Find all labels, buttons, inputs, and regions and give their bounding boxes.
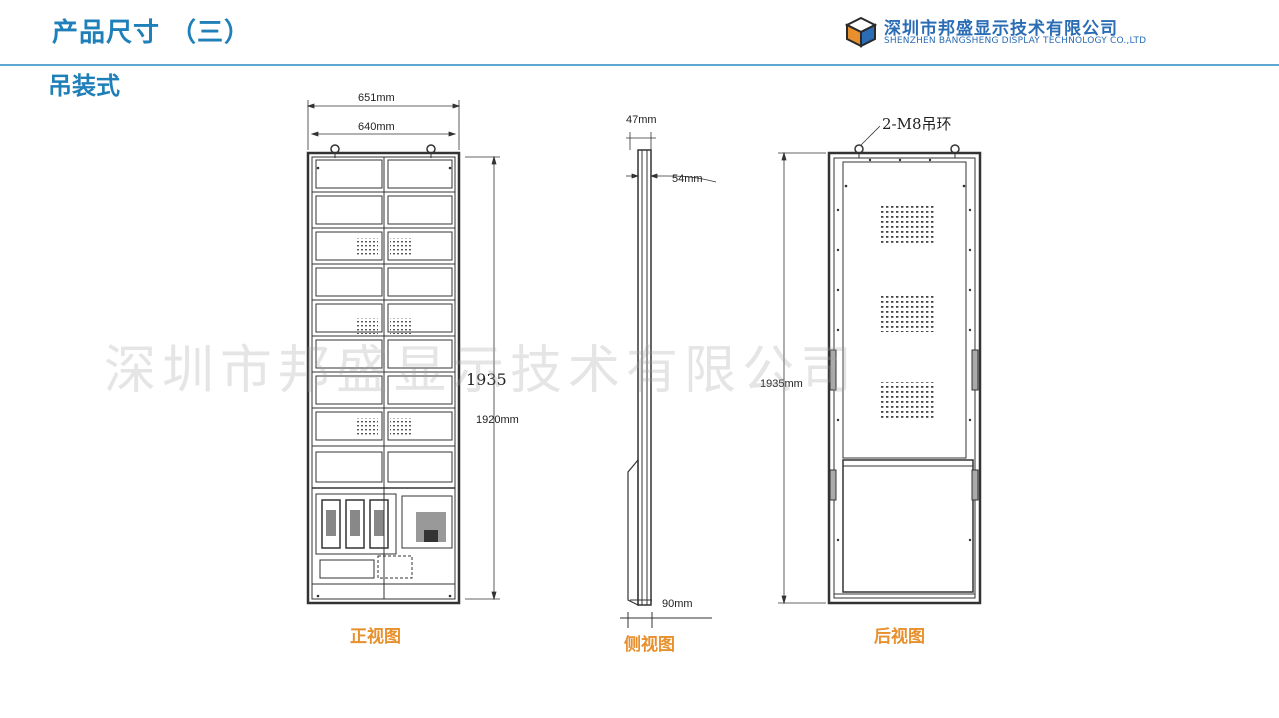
front-view-label: 正视图 [350, 627, 401, 647]
back-view-label: 后视图 [874, 627, 925, 647]
side-dimensions [626, 132, 717, 183]
title-divider [0, 64, 1279, 66]
side-depth-top-label: 47mm [626, 114, 657, 126]
section-title: 吊装式 [48, 72, 120, 100]
logo-company-name-en: SHENZHEN BANGSHENG DISPLAY TECHNOLOGY CO… [884, 36, 1147, 46]
company-logo: 深圳市邦盛显示技术有限公司 SHENZHEN BANGSHENG DISPLAY… [844, 14, 1146, 50]
side-view-label: 侧视图 [624, 635, 675, 655]
front-height-inner-label: 1920mm [476, 414, 519, 426]
side-view [620, 149, 712, 628]
front-width-inner-label: 640mm [358, 121, 395, 133]
side-depth-mid-label: 54mm [672, 173, 703, 185]
front-width-outer-label: 651mm [358, 92, 395, 104]
front-dimensions [306, 100, 500, 601]
front-electronics-bay [312, 157, 455, 599]
back-hanger-label: 2-M8吊环 [882, 115, 952, 133]
back-height-label: 1935mm [760, 378, 803, 390]
logo-company-name-cn: 深圳市邦盛显示技术有限公司 [884, 19, 1118, 39]
front-height-big-label: 1935 [466, 370, 507, 389]
page-title: 产品尺寸 （三） [52, 18, 252, 48]
back-view [827, 144, 982, 605]
back-dimensions [778, 125, 881, 605]
side-depth-bottom-label: 90mm [662, 598, 693, 610]
front-view [306, 144, 461, 605]
logo-cube-icon [844, 16, 878, 48]
